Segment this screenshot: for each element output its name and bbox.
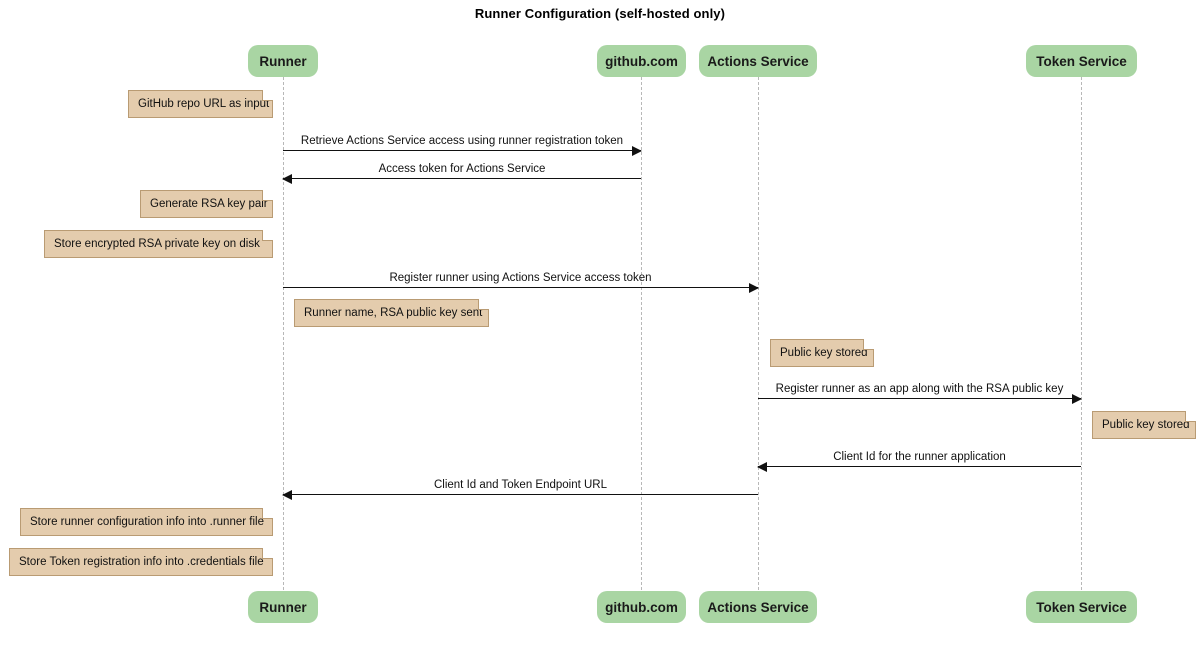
note-fold-corner-icon (262, 548, 273, 559)
note-store-runner-configuration: Store runner configuration info into .ru… (20, 508, 273, 536)
participant-label: Token Service (1036, 599, 1127, 615)
arrowhead-icon (282, 489, 292, 500)
note-label: GitHub repo URL as input (138, 98, 270, 110)
note-public-key-stored-token: Public key stored (1092, 411, 1196, 439)
message-label: Access token for Actions Service (378, 163, 546, 175)
note-store-encrypted-rsa-private-key: Store encrypted RSA private key on disk (44, 230, 273, 258)
arrowhead-icon (757, 461, 767, 472)
lifeline-runner (283, 77, 284, 590)
message-label: Register runner as an app along with the… (775, 383, 1064, 395)
note-label: Store runner configuration info into .ru… (30, 516, 264, 528)
note-public-key-stored-actions: Public key stored (770, 339, 874, 367)
participant-label: Runner (259, 53, 307, 69)
lifeline-github (641, 77, 642, 590)
note-label: Generate RSA key pair (150, 198, 268, 210)
lifeline-token (1081, 77, 1082, 590)
message-line (758, 466, 1081, 467)
note-generate-rsa-key-pair: Generate RSA key pair (140, 190, 273, 218)
arrowhead-icon (1072, 393, 1082, 404)
message-line (283, 494, 758, 495)
participant-label: Actions Service (707, 53, 809, 69)
arrowhead-icon (282, 173, 292, 184)
participant-actions-bottom[interactable]: Actions Service (699, 591, 817, 623)
participant-label: github.com (605, 53, 678, 69)
participant-token-bottom[interactable]: Token Service (1026, 591, 1137, 623)
note-fold-corner-icon (262, 190, 273, 201)
message-line (283, 287, 758, 288)
lifeline-actions (758, 77, 759, 590)
arrowhead-icon (749, 282, 759, 293)
note-fold-corner-icon (262, 508, 273, 519)
participant-runner-bottom[interactable]: Runner (248, 591, 318, 623)
note-fold-corner-icon (478, 299, 489, 310)
participant-label: Runner (259, 599, 307, 615)
note-label: Store encrypted RSA private key on disk (54, 238, 260, 250)
page-title: Runner Configuration (self-hosted only) (474, 6, 726, 21)
note-runner-name-rsa-public-key-sent: Runner name, RSA public key sent (294, 299, 489, 327)
note-store-token-registration: Store Token registration info into .cred… (9, 548, 273, 576)
note-fold-corner-icon (262, 230, 273, 241)
note-label: Store Token registration info into .cred… (19, 556, 264, 568)
note-label: Public key stored (1102, 419, 1190, 431)
participant-label: Actions Service (707, 599, 809, 615)
message-label: Retrieve Actions Service access using ru… (300, 135, 624, 147)
note-fold-corner-icon (262, 90, 273, 101)
message-label: Client Id for the runner application (833, 451, 1006, 463)
note-github-repo-url: GitHub repo URL as input (128, 90, 273, 118)
participant-token-top[interactable]: Token Service (1026, 45, 1137, 77)
message-line (283, 178, 641, 179)
message-label: Client Id and Token Endpoint URL (433, 479, 608, 491)
participant-runner-top[interactable]: Runner (248, 45, 318, 77)
message-label: Register runner using Actions Service ac… (389, 272, 652, 284)
note-fold-corner-icon (1185, 411, 1196, 422)
note-label: Runner name, RSA public key sent (304, 307, 483, 319)
participant-github-top[interactable]: github.com (597, 45, 686, 77)
arrowhead-icon (632, 145, 642, 156)
participant-label: Token Service (1036, 53, 1127, 69)
message-line (283, 150, 641, 151)
participant-github-bottom[interactable]: github.com (597, 591, 686, 623)
participant-label: github.com (605, 599, 678, 615)
participant-actions-top[interactable]: Actions Service (699, 45, 817, 77)
note-fold-corner-icon (863, 339, 874, 350)
note-label: Public key stored (780, 347, 868, 359)
message-line (758, 398, 1081, 399)
